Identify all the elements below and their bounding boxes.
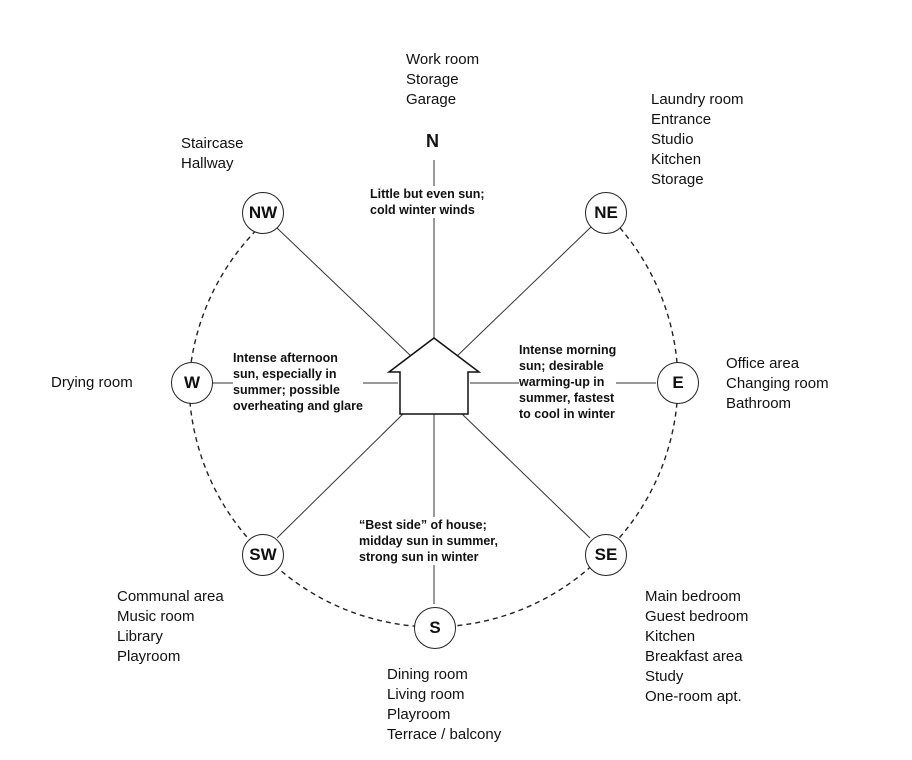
room-list-se: Main bedroom Guest bedroom Kitchen Break…	[645, 587, 748, 707]
room-item: Staircase	[181, 135, 244, 152]
room-item: Dining room	[387, 666, 468, 683]
room-item: Garage	[406, 91, 457, 108]
room-item: Kitchen	[645, 628, 696, 645]
room-list-e: Office area Changing room Bathroom	[726, 354, 829, 414]
direction-badge-nw: NW	[242, 192, 284, 234]
room-item: Music room	[117, 608, 195, 625]
room-item: Storage	[406, 71, 459, 88]
sun-note-e: Intense morning sun; desirable warming-u…	[519, 342, 617, 422]
spoke-ne	[454, 226, 592, 359]
direction-badge-sw: SW	[242, 534, 284, 576]
room-item: Entrance	[651, 111, 712, 128]
note-line: cold winter winds	[370, 203, 475, 217]
direction-label-n: N	[426, 131, 439, 151]
note-line: to cool in winter	[519, 407, 615, 421]
note-line: Intense morning	[519, 343, 617, 357]
note-line: summer; possible	[233, 383, 340, 397]
room-item: Study	[645, 668, 684, 685]
note-line: “Best side” of house;	[359, 518, 487, 532]
note-line: sun; desirable	[519, 359, 604, 373]
room-item: Communal area	[117, 588, 224, 605]
room-item: Studio	[651, 131, 694, 148]
room-item: Hallway	[181, 155, 234, 172]
room-item: Laundry room	[651, 91, 744, 108]
room-item: Breakfast area	[645, 648, 743, 665]
note-line: midday sun in summer,	[359, 534, 498, 548]
room-list-w: Drying room	[51, 373, 133, 393]
note-line: strong sun in winter	[359, 550, 479, 564]
spoke-sw	[276, 411, 406, 539]
room-item: Terrace / balcony	[387, 726, 502, 743]
note-line: overheating and glare	[233, 399, 363, 413]
direction-badge-e: E	[657, 362, 699, 404]
house-icon	[386, 337, 482, 415]
note-line: Little but even sun;	[370, 187, 485, 201]
room-list-nw: Staircase Hallway	[181, 134, 244, 174]
direction-badge-w: W	[171, 362, 213, 404]
room-item: Living room	[387, 686, 465, 703]
room-list-sw: Communal area Music room Library Playroo…	[117, 587, 224, 667]
room-item: Work room	[406, 51, 480, 68]
note-line: sun, especially in	[233, 367, 337, 381]
note-line: Intense afternoon	[233, 351, 338, 365]
room-list-n: Work room Storage Garage	[406, 50, 479, 110]
note-line: warming-up in	[519, 375, 605, 389]
room-item: Playroom	[387, 706, 451, 723]
room-item: Bathroom	[726, 395, 792, 412]
sun-note-w: Intense afternoon sun, especially in sum…	[233, 350, 363, 414]
sun-note-n: Little but even sun; cold winter winds	[370, 186, 485, 218]
room-item: One-room apt.	[645, 688, 742, 705]
room-item: Changing room	[726, 375, 829, 392]
direction-badge-se: SE	[585, 534, 627, 576]
room-item: Drying room	[51, 374, 133, 391]
direction-badge-s: S	[414, 607, 456, 649]
room-item: Playroom	[117, 648, 181, 665]
room-item: Kitchen	[651, 151, 702, 168]
room-item: Main bedroom	[645, 588, 741, 605]
room-list-ne: Laundry room Entrance Studio Kitchen Sto…	[651, 90, 744, 190]
room-list-s: Dining room Living room Playroom Terrace…	[387, 665, 501, 745]
note-line: summer, fastest	[519, 391, 615, 405]
room-item: Office area	[726, 355, 800, 372]
room-item: Guest bedroom	[645, 608, 749, 625]
direction-badge-ne: NE	[585, 192, 627, 234]
spoke-se	[459, 411, 591, 539]
sun-note-s: “Best side” of house; midday sun in summ…	[359, 517, 498, 565]
spoke-nw	[276, 227, 414, 359]
room-item: Storage	[651, 171, 704, 188]
room-item: Library	[117, 628, 163, 645]
